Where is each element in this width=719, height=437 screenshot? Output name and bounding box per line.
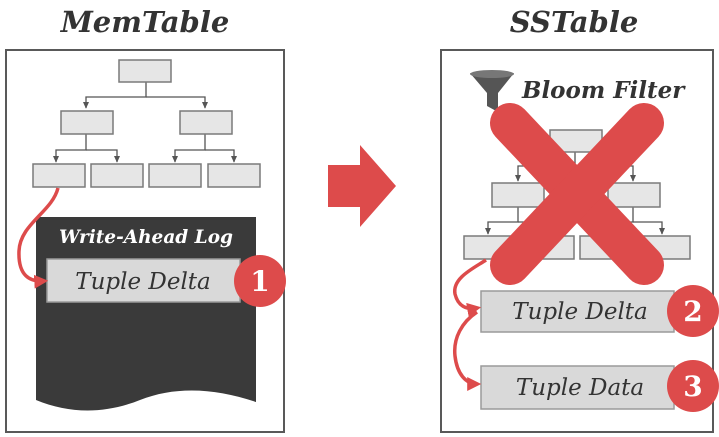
memtable-leaf-node <box>148 163 202 188</box>
sstable-tuple-data-label: Tuple Data <box>516 375 644 401</box>
write-ahead-log-label: Write-Ahead Log <box>59 227 233 248</box>
sstable-node <box>607 182 661 208</box>
step-2-number: 2 <box>683 295 702 328</box>
memtable-root-node <box>118 59 172 83</box>
step-3-number: 3 <box>683 370 702 403</box>
memtable-tree-lines <box>52 82 238 163</box>
sstable-data-arrow <box>453 310 482 391</box>
sstable-tuple-delta-label: Tuple Delta <box>512 299 648 325</box>
memtable-leaf-node <box>207 163 261 188</box>
step-3-badge <box>667 360 719 412</box>
step-1-badge <box>234 255 286 307</box>
step-2-badge <box>667 285 719 337</box>
memtable-node <box>179 110 233 135</box>
sstable-lookup-arrow <box>453 258 487 317</box>
bloom-filter-label: Bloom Filter <box>521 77 686 104</box>
memtable-node <box>60 110 114 135</box>
memtable-title: MemTable <box>60 5 230 39</box>
cross-icon <box>490 103 664 285</box>
step-1-number: 1 <box>250 265 269 298</box>
memtable-leaf-node <box>32 163 86 188</box>
memtable-leaf-node <box>90 163 144 188</box>
arrow-right-icon <box>328 145 396 227</box>
memtable-tuple-delta-box <box>46 258 241 303</box>
sstable-node <box>491 182 545 208</box>
sstable-title: SSTable <box>510 5 639 39</box>
memtable-tuple-delta-label: Tuple Delta <box>75 269 211 295</box>
funnel-icon <box>470 70 514 112</box>
memtable-lookup-arrow <box>17 187 60 289</box>
